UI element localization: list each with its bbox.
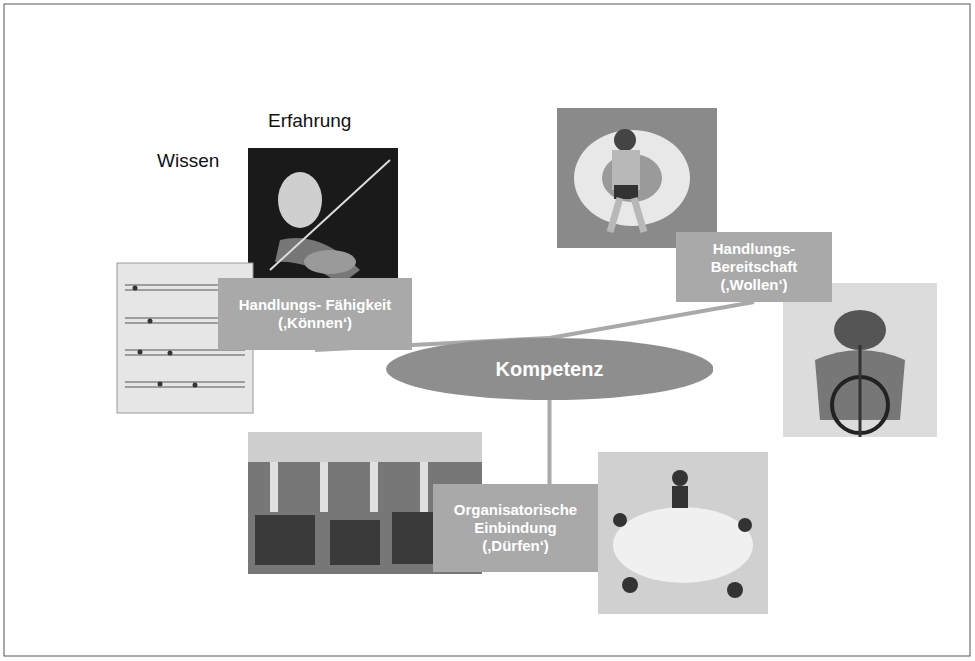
category-box: Organisatorische Einbindung (‚Dürfen‘) <box>433 484 598 572</box>
category-box: Handlungs- Bereitschaft (‚Wollen‘) <box>676 232 832 302</box>
frame <box>4 4 970 656</box>
box-label: Handlungs- Bereitschaft (‚Wollen‘) <box>682 240 826 294</box>
category-box: Handlungs- Fähigkeit (‚Können‘) <box>218 278 412 350</box>
center-label: Kompetenz <box>386 358 714 381</box>
center-ellipse: Kompetenz <box>386 338 714 400</box>
box-label: Organisatorische Einbindung (‚Dürfen‘) <box>439 501 592 555</box>
photo-caption: Erfahrung <box>268 110 351 132</box>
connector-line <box>550 302 755 338</box>
meeting-photo <box>598 452 768 614</box>
connector-line <box>548 400 552 484</box>
pool-photo <box>557 108 717 248</box>
violin-photo <box>248 148 398 288</box>
cyclist-photo <box>783 283 937 437</box>
photo-caption: Wissen <box>157 150 219 172</box>
box-label: Handlungs- Fähigkeit (‚Können‘) <box>224 296 406 332</box>
